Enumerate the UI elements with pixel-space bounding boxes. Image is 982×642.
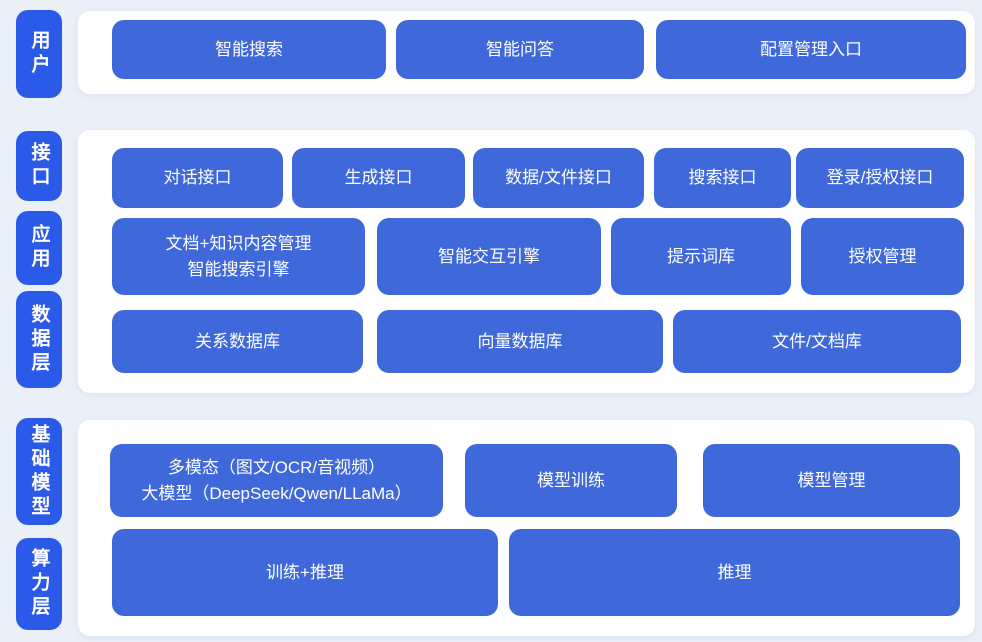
box-intelligent-search: 智能搜索 <box>112 20 386 79</box>
box-login-auth-interface: 登录/授权接口 <box>796 148 964 208</box>
tab-foundation-model-layer: 基础模型 <box>16 418 62 525</box>
box-file-document-store-label: 文件/文档库 <box>772 331 862 351</box>
tab-user-layer-label: 用户 <box>28 30 50 78</box>
tab-interface-layer: 接口 <box>16 131 62 201</box>
box-prompt-word-library-label: 提示词库 <box>667 246 735 266</box>
box-dialog-interface: 对话接口 <box>112 148 283 208</box>
box-config-management-entry-label: 配置管理入口 <box>760 39 862 59</box>
tab-interface-layer-label: 接口 <box>28 142 50 190</box>
box-vector-database: 向量数据库 <box>377 310 663 373</box>
box-login-auth-interface-label: 登录/授权接口 <box>826 168 934 187</box>
box-vector-database-label: 向量数据库 <box>477 331 563 351</box>
box-intelligent-search-label: 智能搜索 <box>215 39 283 59</box>
box-intelligent-qa: 智能问答 <box>396 20 644 79</box>
box-model-management: 模型管理 <box>703 444 960 517</box>
box-training-plus-inference-label: 训练+推理 <box>266 562 344 582</box>
box-intelligent-qa-label: 智能问答 <box>486 39 554 59</box>
box-config-management-entry: 配置管理入口 <box>656 20 966 79</box>
box-prompt-word-library: 提示词库 <box>611 218 791 295</box>
box-inference-label: 推理 <box>717 562 752 582</box>
box-multimodal-large-model: 多模态（图文/OCR/音视频） 大模型（DeepSeek/Qwen/LLaMa） <box>110 444 443 517</box>
box-model-training: 模型训练 <box>465 444 677 517</box>
box-doc-knowledge-search-engine-line1: 文档+知识内容管理 <box>165 233 312 253</box>
box-dialog-interface-label: 对话接口 <box>163 168 232 187</box>
box-inference: 推理 <box>509 529 960 616</box>
box-multimodal-large-model-line2: 大模型（DeepSeek/Qwen/LLaMa） <box>141 483 412 503</box>
tab-data-layer-label: 数据层 <box>28 303 50 376</box>
tab-compute-power-layer-label: 算力层 <box>28 548 50 620</box>
box-multimodal-large-model-line1: 多模态（图文/OCR/音视频） <box>167 457 386 477</box>
box-file-document-store: 文件/文档库 <box>673 310 961 373</box>
tab-user-layer: 用户 <box>16 10 62 98</box>
tab-compute-power-layer: 算力层 <box>16 538 62 630</box>
box-authorization-management-label: 授权管理 <box>848 246 917 266</box>
box-relational-database-label: 关系数据库 <box>195 331 280 351</box>
box-intelligent-interaction-engine: 智能交互引擎 <box>377 218 601 295</box>
tab-application-layer-label: 应用 <box>28 224 50 272</box>
box-training-plus-inference: 训练+推理 <box>112 529 498 616</box>
tab-foundation-model-layer-label: 基础模型 <box>28 423 50 520</box>
box-generation-interface-label: 生成接口 <box>344 168 413 187</box>
box-data-file-interface: 数据/文件接口 <box>473 148 644 208</box>
box-intelligent-interaction-engine-label: 智能交互引擎 <box>438 246 540 266</box>
box-doc-knowledge-search-engine: 文档+知识内容管理 智能搜索引擎 <box>112 218 365 295</box>
box-authorization-management: 授权管理 <box>801 218 964 295</box>
tab-application-layer: 应用 <box>16 211 62 285</box>
box-data-file-interface-label: 数据/文件接口 <box>505 168 612 187</box>
box-doc-knowledge-search-engine-line2: 智能搜索引擎 <box>187 259 290 279</box>
box-model-training-label: 模型训练 <box>537 470 605 490</box>
tab-data-layer: 数据层 <box>16 291 62 388</box>
box-search-interface: 搜索接口 <box>654 148 791 208</box>
box-relational-database: 关系数据库 <box>112 310 363 373</box>
box-generation-interface: 生成接口 <box>292 148 465 208</box>
box-model-management-label: 模型管理 <box>797 470 866 490</box>
box-search-interface-label: 搜索接口 <box>688 168 757 187</box>
